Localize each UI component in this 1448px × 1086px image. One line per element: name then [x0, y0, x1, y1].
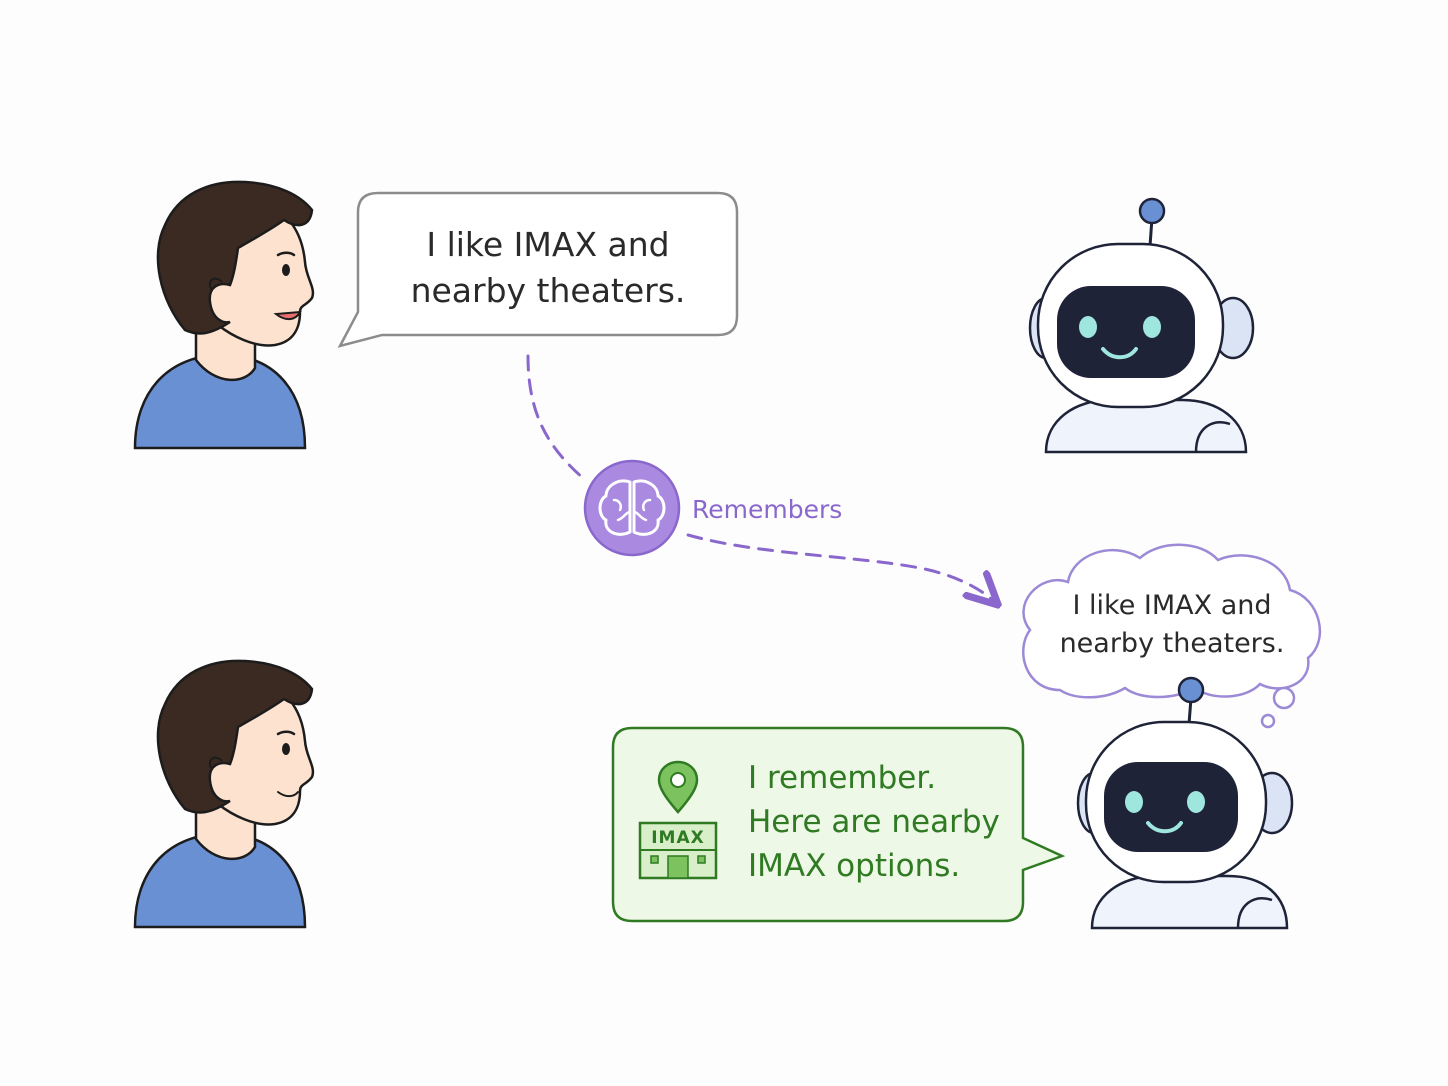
user-avatar-top [133, 180, 315, 450]
memory-label: Remembers [692, 495, 843, 524]
imax-sign-text: IMAX [651, 828, 705, 848]
robot-avatar-bottom [1076, 676, 1294, 930]
memory-dashed-line-upper [526, 354, 585, 480]
user-message-text: I like IMAX and nearby theaters. [410, 225, 686, 310]
brain-icon [583, 459, 681, 557]
assistant-reply-text: I remember. Here are nearby IMAX options… [748, 760, 1000, 884]
user-speech-bubble [337, 191, 739, 348]
memory-arrow [686, 533, 996, 603]
robot-avatar-top [1028, 197, 1255, 454]
location-pin-icon [657, 760, 699, 814]
user-avatar-bottom [133, 659, 315, 929]
assistant-reply-bubble [611, 726, 1066, 923]
assistant-thought-text: I like IMAX and nearby theaters. [1059, 590, 1285, 659]
theater-building-icon [638, 821, 718, 880]
